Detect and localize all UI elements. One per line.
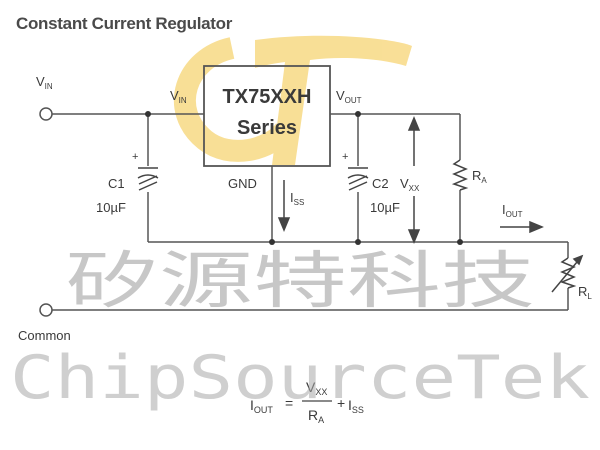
vout-pin-label: VOUT	[336, 88, 362, 105]
gnd-label: GND	[228, 176, 257, 191]
c2-value: 10µF	[370, 200, 400, 215]
c1-plus: +	[132, 151, 138, 163]
vxx-label: VXX	[400, 176, 420, 193]
svg-text:IOUT: IOUT	[250, 397, 273, 415]
junction-dots	[145, 111, 463, 245]
c2-capacitor	[347, 167, 369, 191]
c2-label: C2	[372, 176, 389, 191]
vin-pin-label: VIN	[170, 88, 187, 105]
iout-formula: IOUT = VXX RA + ISS	[250, 379, 364, 425]
c2-plus: +	[342, 151, 348, 163]
c1-capacitor	[137, 167, 159, 191]
svg-text:VXX: VXX	[306, 379, 327, 397]
vin-terminal	[39, 107, 53, 121]
ic-name-label: TX75XXH	[223, 86, 312, 108]
common-label: Common	[18, 328, 71, 343]
ra-label: RA	[472, 168, 487, 185]
rl-label: RL	[578, 284, 592, 301]
common-terminal	[39, 303, 53, 317]
vxx-arrow	[407, 116, 421, 244]
ic-series-label: Series	[237, 117, 297, 139]
c1-value: 10µF	[96, 200, 126, 215]
c1-label: C1	[108, 176, 125, 191]
iout-arrow	[500, 220, 544, 234]
rl-variable-resistor	[551, 254, 584, 293]
svg-text:RA: RA	[308, 407, 324, 425]
svg-text:ISS: ISS	[348, 397, 364, 415]
regulator-ic-box	[203, 65, 331, 167]
diagram-title: Constant Current Regulator	[16, 14, 233, 33]
watermark-chinese: 矽源特科技	[65, 244, 535, 317]
iss-label: ISS	[290, 190, 304, 207]
svg-text:+: +	[337, 395, 345, 411]
st-logo	[173, 35, 412, 166]
iss-arrow	[277, 180, 291, 232]
svg-text:=: =	[285, 395, 293, 411]
iout-label: IOUT	[502, 202, 523, 219]
watermark-english: ChipSourceTek	[10, 343, 590, 413]
ra-resistor	[451, 159, 469, 191]
vin-terminal-label: VIN	[36, 74, 53, 91]
